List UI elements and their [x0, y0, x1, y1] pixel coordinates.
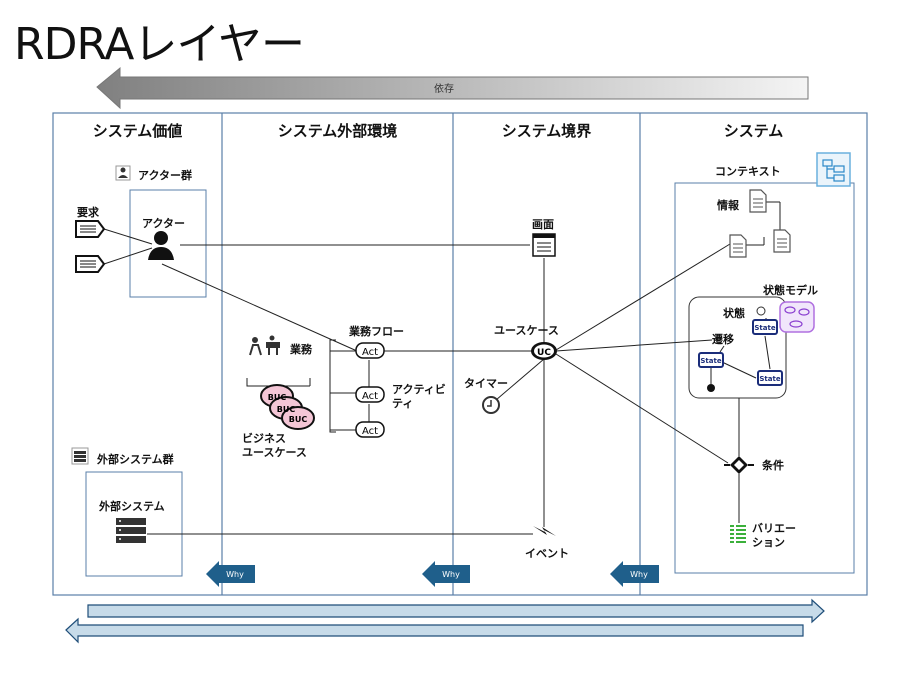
- svg-text:State: State: [759, 375, 780, 383]
- business-usecase-icon: BUC BUC BUC: [260, 384, 315, 430]
- connectors: [103, 201, 781, 535]
- svg-text:Act: Act: [362, 426, 378, 437]
- usecase-label: ユースケース: [494, 324, 559, 337]
- info-label: 情報: [717, 199, 739, 212]
- business-flow-label: 業務フロー: [349, 325, 404, 338]
- left-arrow: [65, 617, 804, 644]
- svg-text:Why: Why: [630, 570, 648, 579]
- variation-label: バリエー ション: [752, 522, 796, 549]
- actor-group-label: アクター群: [138, 169, 193, 182]
- condition-label: 条件: [762, 459, 784, 472]
- state-node: State: [757, 370, 783, 386]
- actor-box: [129, 189, 207, 298]
- column-header: システム外部環境: [277, 122, 398, 140]
- variation-icon: [730, 525, 746, 543]
- requirement-label: 要求: [77, 206, 99, 219]
- buc-label: BUC: [268, 393, 287, 402]
- timer-label: タイマー: [464, 377, 508, 390]
- dependency-arrow: [96, 66, 809, 110]
- external-group-icon: [71, 447, 89, 465]
- svg-text:Why: Why: [442, 570, 460, 579]
- event-label: イベント: [525, 547, 569, 560]
- column-header: システム境界: [501, 122, 592, 140]
- external-system-icon: [116, 518, 146, 543]
- state-node: State: [752, 319, 778, 335]
- event-icon: [533, 526, 556, 536]
- activity-node: Act: [355, 386, 385, 403]
- svg-text:State: State: [700, 357, 721, 365]
- page-title: RDRAレイヤー: [14, 19, 305, 70]
- external-group-label: 外部システム群: [97, 453, 174, 466]
- timer-icon: [482, 396, 500, 414]
- dependency-label: 依存: [434, 84, 454, 95]
- info-icon: [749, 189, 767, 213]
- activity-label: アクティビ ティ: [392, 383, 446, 410]
- state-node: State: [698, 352, 724, 368]
- svg-text:Why: Why: [226, 570, 244, 579]
- external-system-box: [85, 471, 183, 577]
- buc-label: BUC: [289, 415, 308, 424]
- state-model-icon: [779, 301, 815, 333]
- context-icon: [816, 152, 851, 187]
- why-arrow: Why: [610, 561, 659, 587]
- context-box: [674, 182, 855, 574]
- external-system-label: 外部システム: [99, 500, 165, 513]
- requirement-icon: [75, 220, 106, 238]
- svg-text:State: State: [754, 324, 775, 332]
- actor-icon: [148, 231, 174, 260]
- right-arrow: [87, 598, 825, 624]
- buc-label: BUC: [277, 405, 296, 414]
- screen-icon: [532, 233, 556, 257]
- activity-node: Act: [355, 342, 385, 359]
- state-model-box: [688, 296, 787, 399]
- transition-label: 遷移: [712, 333, 734, 346]
- layer-frame: [52, 112, 868, 596]
- svg-text:Act: Act: [362, 347, 378, 358]
- final-state-icon: [707, 384, 715, 392]
- info-icon: [729, 234, 747, 258]
- svg-text:Act: Act: [362, 391, 378, 402]
- business-label: 業務: [290, 343, 312, 356]
- initial-state-icon: [756, 306, 766, 316]
- business-icon: [249, 335, 280, 356]
- state-label: 状態: [723, 307, 745, 320]
- svg-text:UC: UC: [537, 348, 551, 358]
- context-label: コンテキスト: [715, 165, 781, 178]
- screen-label: 画面: [532, 218, 554, 231]
- condition-icon: [724, 456, 754, 474]
- actor-label: アクター: [142, 217, 186, 230]
- column-header: システム価値: [92, 122, 183, 140]
- info-icon: [773, 229, 791, 253]
- why-arrow: Why: [422, 561, 470, 587]
- actor-group-icon: [115, 165, 131, 181]
- state-model-label: 状態モデル: [763, 284, 818, 297]
- why-arrow: Why: [206, 561, 255, 587]
- usecase-icon: UC: [531, 342, 557, 360]
- column-header: システム: [723, 122, 784, 140]
- activity-node: Act: [355, 421, 385, 438]
- requirement-icon: [75, 255, 106, 273]
- business-usecase-label: ビジネス ユースケース: [242, 432, 307, 459]
